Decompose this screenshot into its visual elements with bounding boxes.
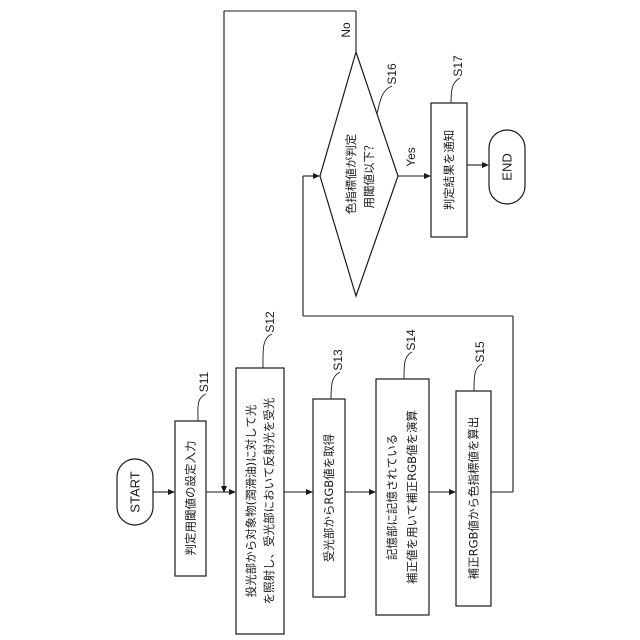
s14-line1: 記憶部に記憶されている — [385, 434, 399, 560]
arrow-to-s15 — [449, 489, 456, 495]
s13-text: 受光部からRGB値を取得 — [322, 434, 336, 562]
s12-line2: を照射し、受光部において反射光を受光 — [262, 397, 276, 604]
step-s15: 補正RGB値から色指標値を算出 S15 — [456, 341, 491, 606]
arrow-to-s14 — [369, 489, 376, 495]
s15-id: S15 — [473, 341, 487, 363]
step-s11: 判定用閾値の設定入力 S11 — [175, 371, 211, 576]
decision-s16: 色指標値が判定 用閾値以下？ S16 Yes No — [320, 22, 418, 296]
s16-id: S16 — [385, 63, 399, 85]
no-label: No — [339, 22, 353, 38]
step-s12: 投光部から対象物(潤滑油)に対して光 を照射し、受光部において反射光を受光 S1… — [236, 311, 284, 634]
step-s17: 判定結果を通知 S17 — [431, 55, 467, 237]
s11-text: 判定用閾値の設定入力 — [184, 441, 198, 556]
s17-text: 判定結果を通知 — [442, 130, 456, 211]
s15-text: 補正RGB値から色指標値を算出 — [467, 417, 481, 580]
s16-line1: 色指標値が判定 — [344, 133, 358, 214]
arrow-to-s13 — [306, 489, 313, 495]
step-s14: 記憶部に記憶されている 補正値を用いて補正RGB値を演算 S14 — [376, 329, 429, 615]
s13-id: S13 — [331, 349, 345, 371]
s12-line1: 投光部から対象物(潤滑油)に対して光 — [244, 404, 258, 597]
start-terminal: START — [117, 459, 153, 525]
yes-label: Yes — [404, 147, 418, 167]
s14-id: S14 — [404, 329, 418, 351]
arrow-to-end — [482, 162, 489, 168]
s12-id: S12 — [263, 311, 277, 333]
s16-line2: 用閾値以下？ — [362, 140, 376, 209]
arrow-to-s17 — [424, 173, 431, 179]
s17-id: S17 — [451, 55, 465, 77]
end-label: END — [500, 153, 515, 180]
step-s13: 受光部からRGB値を取得 S13 — [313, 349, 345, 597]
s11-id: S11 — [197, 371, 211, 392]
start-label: START — [128, 471, 143, 512]
arrow-to-s12 — [229, 489, 236, 495]
arrow-to-s11 — [168, 489, 175, 495]
end-terminal: END — [489, 130, 525, 204]
s14-line2: 補正値を用いて補正RGB値を演算 — [405, 410, 419, 584]
arrow-to-s16 — [313, 173, 320, 179]
